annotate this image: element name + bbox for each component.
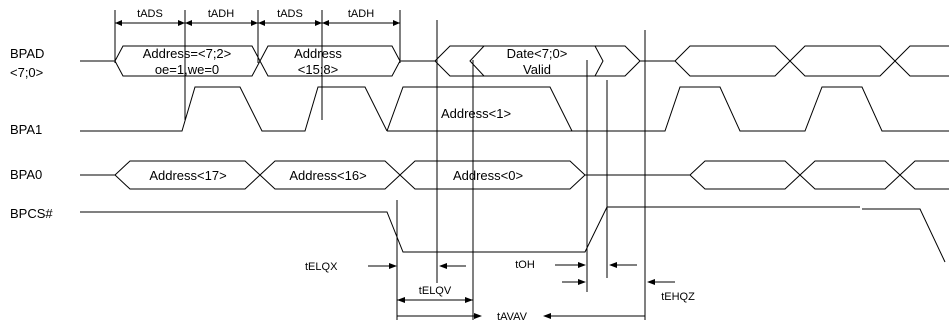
tavav-arrow xyxy=(397,313,645,319)
signal-label-bpa0: BPA0 xyxy=(10,167,42,182)
signal-label-bpad-range: <7;0> xyxy=(10,65,43,80)
bpa0-address17-label: Address<17> xyxy=(149,168,226,183)
tadh-label-1: tADH xyxy=(208,8,234,20)
reference-markers xyxy=(114,10,646,320)
tehqz-arrow xyxy=(562,279,675,285)
tehqz-label: tEHQZ xyxy=(661,291,695,303)
top-timing-arrows xyxy=(115,20,400,26)
bpad-data-line1: Date<7;0> xyxy=(507,46,568,61)
bpad-address-low-line2: oe=1,we=0 xyxy=(155,62,219,77)
bpa1-waveform xyxy=(80,86,949,132)
telqv-label: tELQV xyxy=(419,285,452,297)
bpcs-waveform xyxy=(80,206,946,263)
toh-arrow xyxy=(555,262,637,268)
bpa0-waveform xyxy=(80,160,949,190)
signal-label-bpcs: BPCS# xyxy=(10,206,53,221)
tavav-label: tAVAV xyxy=(497,311,528,320)
toh-label: tOH xyxy=(515,259,535,271)
bpad-data-line2: Valid xyxy=(523,62,551,77)
tads-label-2: tADS xyxy=(277,8,303,20)
bpad-address-high-line1: Address xyxy=(294,46,342,61)
tadh-label-2: tADH xyxy=(348,8,374,20)
telqx-label: tELQX xyxy=(305,261,338,273)
telqv-arrow xyxy=(397,297,473,303)
telqx-arrow xyxy=(368,263,397,269)
bpa0-address0-label: Address<0> xyxy=(453,168,523,183)
signal-label-bpa1: BPA1 xyxy=(10,122,42,137)
bpad-address-low-line1: Address=<7;2> xyxy=(143,46,232,61)
tads-label-1: tADS xyxy=(137,8,163,20)
bpa1-address-label: Address<1> xyxy=(441,106,511,121)
bpad-address-high-line2: <15;8> xyxy=(298,62,339,77)
telqx-end-arrow xyxy=(439,263,466,269)
bpa0-address16-label: Address<16> xyxy=(289,168,366,183)
signal-label-bpad: BPAD xyxy=(10,46,44,61)
